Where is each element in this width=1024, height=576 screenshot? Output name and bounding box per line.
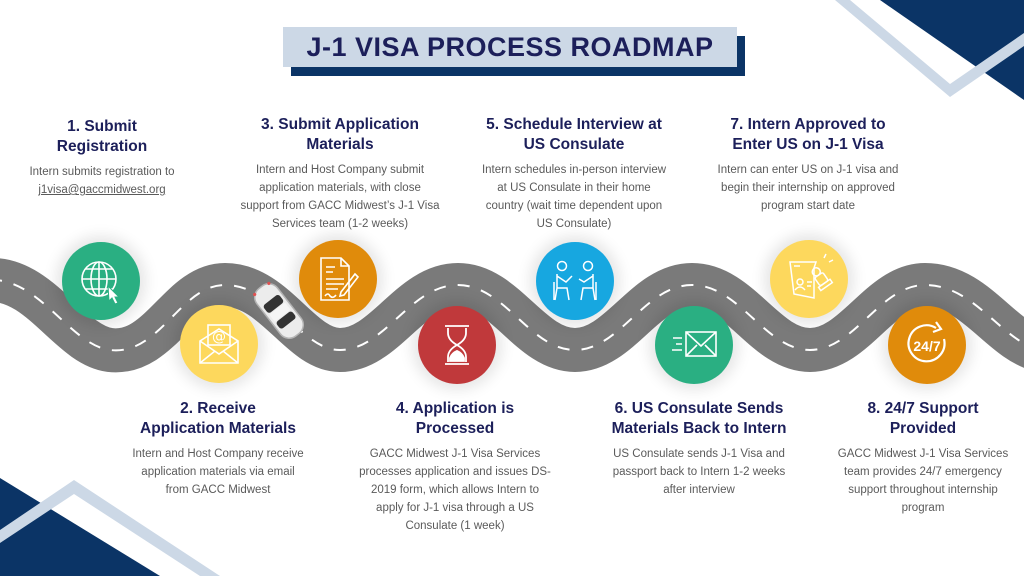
bottom-left-navy-triangle [0,478,160,576]
top-right-navy-triangle [880,0,1024,100]
page-title: J-1 VISA PROCESS ROADMAP [306,31,714,62]
interview-icon [553,260,597,301]
globe-cursor-icon [81,261,121,305]
step-8-icon-circle: 24/7 [888,306,966,384]
svg-text:@: @ [212,329,226,345]
document-pen-icon [320,257,360,301]
road-surface [0,258,1024,373]
support-24-7-label: 24/7 [913,338,940,354]
step-2-icon-circle: @ [180,305,258,383]
car-icon [253,281,305,339]
hourglass-icon [445,325,469,365]
registration-email-link[interactable]: j1visa@gaccmidwest.org [38,184,166,196]
title-banner: J-1 VISA PROCESS ROADMAP [283,27,745,76]
support-24-7-icon: 24/7 [907,321,946,363]
step-6-icon-circle [655,306,733,384]
step-7-icon-circle [770,240,848,318]
title-box: J-1 VISA PROCESS ROADMAP [283,27,737,67]
passport-stamp-icon [789,253,834,299]
top-right-light-chevron [835,0,1024,97]
email-at-icon: @ [199,324,239,364]
step-4-icon-circle [418,306,496,384]
step-1-icon-circle [62,242,140,320]
bottom-left-light-chevron [0,480,220,576]
step-3-icon-circle [299,240,377,318]
step-5-icon-circle [536,242,614,320]
fast-mail-icon [672,331,717,357]
